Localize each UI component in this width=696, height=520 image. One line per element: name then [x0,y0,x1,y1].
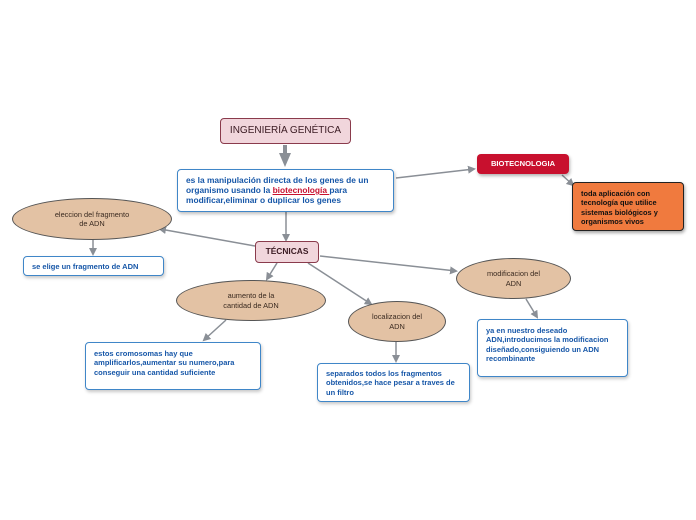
tecnicas-label: TÉCNICAS [265,246,309,256]
biotecnologia-description-text: toda aplicación con tecnología que utili… [581,189,658,227]
central-topic-label: INGENIERÍA GENÉTICA [229,125,342,136]
definition-text-after: para modificar,eliminar o duplicar los g… [186,185,348,205]
definition-text-before: es la manipulación directa de los genes … [186,175,369,195]
connector-aumento-detail [202,319,227,342]
central-topic-title[interactable]: INGENIERÍA GENÉTICA [220,118,351,144]
localizacion-node[interactable]: localizacion del ADN [348,301,446,342]
biotecnologia-label: BIOTECNOLOGIA [490,159,556,168]
eleccion-fragmento-detail-text: se elige un fragmento de ADN [32,262,139,271]
eleccion-fragmento-node[interactable]: eleccion del fragmento de ADN [12,198,172,240]
aumento-cantidad-detail[interactable]: estos cromosomas hay que amplificarlos,a… [85,342,261,390]
connector-techniques-localizacion [307,262,373,306]
modificacion-node[interactable]: modificacion del ADN [456,258,571,299]
aumento-cantidad-detail-text: estos cromosomas hay que amplificarlos,a… [94,349,235,377]
aumento-cantidad-node[interactable]: aumento de la cantidad de ADN [176,280,326,321]
connector-modificacion-detail [525,298,539,319]
eleccion-fragmento-detail[interactable]: se elige un fragmento de ADN [23,256,164,276]
connector-techniques-modificacion [319,255,458,275]
definition-box[interactable]: es la manipulación directa de los genes … [177,169,394,212]
eleccion-fragmento-label: eleccion del fragmento de ADN [54,209,130,228]
localizacion-detail[interactable]: separados todos los fragmentos obtenidos… [317,363,470,402]
connector-definition-biotech [395,165,476,179]
connector-techniques-eleccion [158,226,256,247]
localizacion-detail-text: separados todos los fragmentos obtenidos… [326,369,455,397]
connector-techniques-aumento [265,262,278,281]
biotecnologia-description[interactable]: toda aplicación con tecnología que utili… [572,182,684,231]
modificacion-detail[interactable]: ya en nuestro deseado ADN,introducimos l… [477,319,628,377]
aumento-cantidad-label: aumento de la cantidad de ADN [223,291,279,310]
modificacion-detail-text: ya en nuestro deseado ADN,introducimos l… [486,326,609,364]
modificacion-label: modificacion del ADN [487,269,540,288]
localizacion-label: localizacion del ADN [371,312,423,331]
biotecnologia-node[interactable]: BIOTECNOLOGIA [477,154,569,174]
tecnicas-node[interactable]: TÉCNICAS [255,241,319,263]
biotecnologia-link[interactable]: biotecnología [272,185,330,195]
connector-biotech-description [561,174,575,187]
